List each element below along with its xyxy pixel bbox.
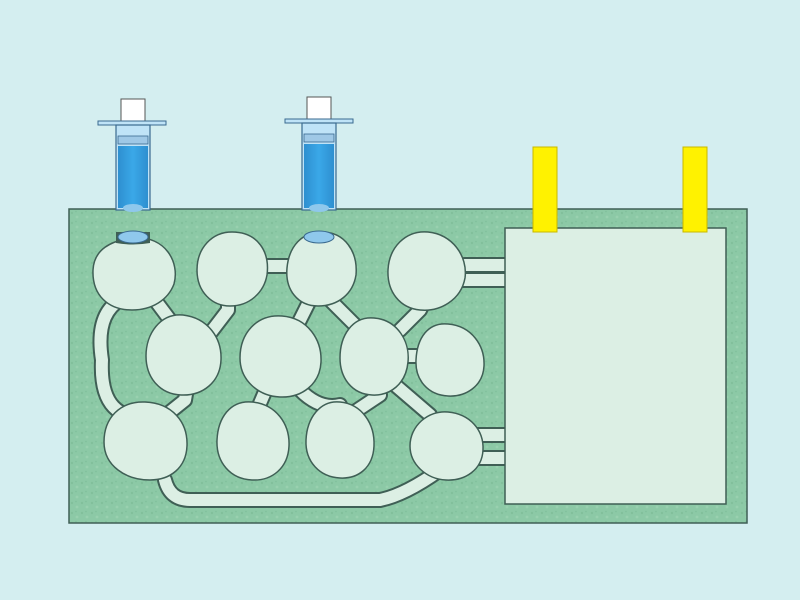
syringe-middle-plunger-seal (303, 133, 335, 143)
chamber-5 (145, 314, 222, 396)
syringe-middle (284, 96, 354, 212)
chamber-7 (339, 317, 409, 396)
inlet-droplet-left (117, 230, 149, 244)
syringe-middle-liquid (304, 144, 334, 208)
syringe-left (97, 98, 167, 212)
inlet-droplet-middle (303, 230, 335, 244)
syringe-left-tip (123, 204, 143, 212)
chamber-9 (103, 401, 188, 481)
syringe-left-plunger-head (120, 98, 146, 122)
chamber-6 (239, 315, 322, 398)
chamber-4 (387, 231, 467, 311)
electrode-left (532, 146, 558, 233)
electrode-right (682, 146, 708, 233)
chamber-11 (305, 401, 375, 479)
chamber-2 (196, 231, 269, 307)
chamber-3 (286, 231, 357, 307)
syringe-middle-tip (309, 204, 329, 212)
syringe-left-plunger-seal (117, 135, 149, 145)
syringe-left-liquid (118, 146, 148, 208)
syringe-middle-plunger-head (306, 96, 332, 120)
chamber-12 (409, 411, 484, 481)
chamber-8 (415, 323, 485, 397)
large-rectangular-chamber (504, 227, 727, 505)
chamber-10 (216, 401, 290, 481)
chamber-1 (92, 237, 176, 311)
chambers (92, 231, 485, 481)
